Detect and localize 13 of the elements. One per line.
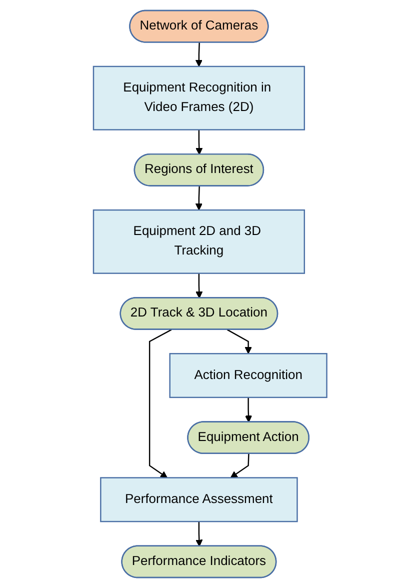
arrow [195,272,203,298]
arrow [244,396,252,422]
arrow [195,521,203,546]
node-box: Performance Assessment [100,476,298,522]
arrow [195,42,202,66]
arrow [226,328,252,354]
arrow [230,453,250,478]
arrow [195,129,203,154]
arrow [195,186,202,210]
node-box: Equipment 2D and 3D Tracking [92,208,305,274]
node-box: Equipment Recognition in Video Frames (2D) [92,65,305,130]
arrow [148,328,172,478]
node-box: Action Recognition [169,352,328,398]
